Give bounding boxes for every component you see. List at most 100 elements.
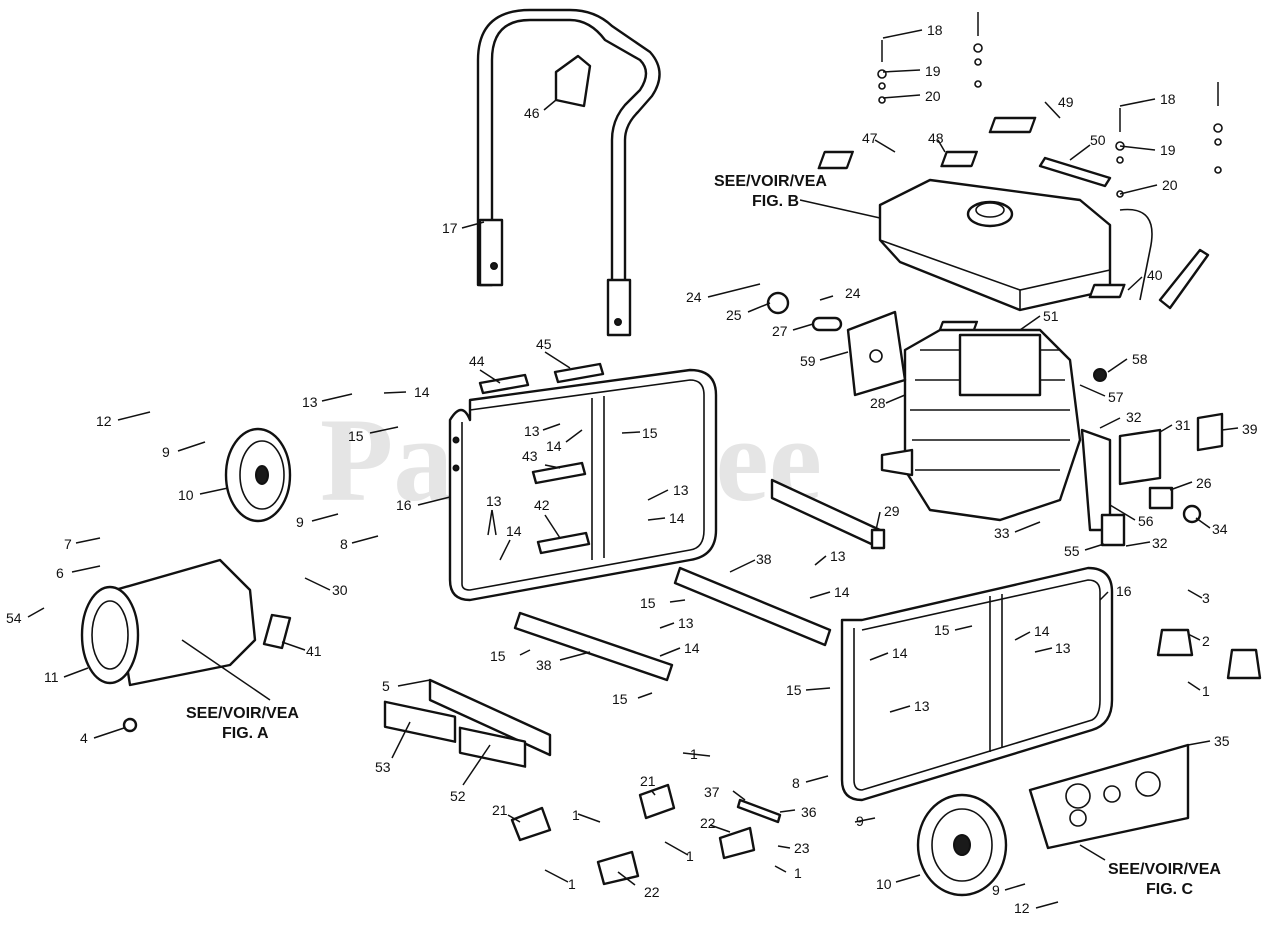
left-frame-part: [448, 368, 718, 602]
callout-33: 33: [994, 525, 1010, 541]
foot-2a: [1156, 628, 1194, 657]
callout-14: 14: [834, 584, 850, 600]
callout-58: 58: [1132, 351, 1148, 367]
part-39: [1196, 412, 1224, 452]
bracket-21b: [638, 783, 676, 820]
decal-45: [553, 362, 605, 384]
bracket-21a: [510, 806, 552, 842]
bracket-22a: [718, 826, 756, 860]
callout-56: 56: [1138, 513, 1154, 529]
callout-14: 14: [684, 640, 700, 656]
callout-45: 45: [536, 336, 552, 352]
callout-46: 46: [524, 105, 540, 121]
callout-17: 17: [442, 220, 458, 236]
callout-9: 9: [856, 813, 864, 829]
callout-43: 43: [522, 448, 538, 464]
callout-59: 59: [800, 353, 816, 369]
callout-9: 9: [992, 882, 1000, 898]
callout-22: 22: [700, 815, 716, 831]
decal-47: [817, 150, 854, 170]
callout-38: 38: [536, 657, 552, 673]
bracket-22b: [596, 850, 640, 886]
callout-9: 9: [296, 514, 304, 530]
decal-52: [458, 726, 527, 768]
bracket-55: [1100, 513, 1126, 547]
callout-38: 38: [756, 551, 772, 567]
callout-10: 10: [876, 876, 892, 892]
tag-part: [554, 54, 592, 108]
part-27: [811, 316, 843, 332]
callout-23: 23: [794, 840, 810, 856]
callout-27: 27: [772, 323, 788, 339]
callout-15: 15: [642, 425, 658, 441]
callout-37: 37: [704, 784, 720, 800]
callout-7: 7: [64, 536, 72, 552]
callout-32: 32: [1152, 535, 1168, 551]
right-frame-part: [840, 566, 1114, 802]
callout-14: 14: [546, 438, 562, 454]
decal-42: [536, 531, 591, 555]
wheel-left-part: [224, 427, 292, 523]
callout-30: 30: [332, 582, 348, 598]
decal-43: [531, 461, 587, 485]
callout-1: 1: [572, 807, 580, 823]
engine-part: [880, 328, 1082, 522]
callout-13: 13: [486, 493, 502, 509]
callout-13: 13: [524, 423, 540, 439]
callout-15: 15: [640, 595, 656, 611]
callout-15: 15: [612, 691, 628, 707]
callout-54: 54: [6, 610, 22, 626]
callout-51: 51: [1043, 308, 1059, 324]
callout-14: 14: [506, 523, 522, 539]
callout-34: 34: [1212, 521, 1228, 537]
leader-lines: [27, 29, 1239, 909]
callout-18: 18: [1160, 91, 1176, 107]
callout-42: 42: [534, 497, 550, 513]
callout-24: 24: [686, 289, 702, 305]
callout-29: 29: [884, 503, 900, 519]
callout-9: 9: [162, 444, 170, 460]
callout-22: 22: [644, 884, 660, 900]
alternator-part: [80, 558, 292, 687]
callout-14: 14: [1034, 623, 1050, 639]
callout-32: 32: [1126, 409, 1142, 425]
callout-14: 14: [892, 645, 908, 661]
decal-44: [478, 373, 530, 395]
part-25: [766, 291, 790, 315]
decal-48: [940, 150, 978, 168]
callout-5: 5: [382, 678, 390, 694]
callout-31: 31: [1175, 417, 1191, 433]
fig-b-note-line1: SEE/VOIR/VEA: [714, 173, 827, 190]
foot-2b: [1226, 648, 1262, 680]
callout-26: 26: [1196, 475, 1212, 491]
callout-19: 19: [1160, 142, 1176, 158]
callout-14: 14: [669, 510, 685, 526]
decal-49: [988, 116, 1037, 134]
callout-10: 10: [178, 487, 194, 503]
callout-1: 1: [794, 865, 802, 881]
callout-20: 20: [1162, 177, 1178, 193]
callout-50: 50: [1090, 132, 1106, 148]
callout-19: 19: [925, 63, 941, 79]
fig-a-note-line1: SEE/VOIR/VEA: [186, 705, 299, 722]
callout-13: 13: [673, 482, 689, 498]
crossbar-38b: [513, 611, 674, 682]
callout-13: 13: [1055, 640, 1071, 656]
callout-14: 14: [414, 384, 430, 400]
fig-c-note-line1: SEE/VOIR/VEA: [1108, 861, 1221, 878]
callout-11: 11: [44, 669, 59, 685]
fuel-tank-part: [878, 178, 1210, 312]
handle-part: [476, 8, 661, 337]
callout-2: 2: [1202, 633, 1210, 649]
callout-1: 1: [568, 876, 576, 892]
callout-53: 53: [375, 759, 391, 775]
control-panel-part: [1028, 743, 1190, 850]
callout-48: 48: [928, 130, 944, 146]
callout-18: 18: [927, 22, 943, 38]
callout-36: 36: [801, 804, 817, 820]
callout-49: 49: [1058, 94, 1074, 110]
callout-16: 16: [1116, 583, 1132, 599]
callout-13: 13: [678, 615, 694, 631]
